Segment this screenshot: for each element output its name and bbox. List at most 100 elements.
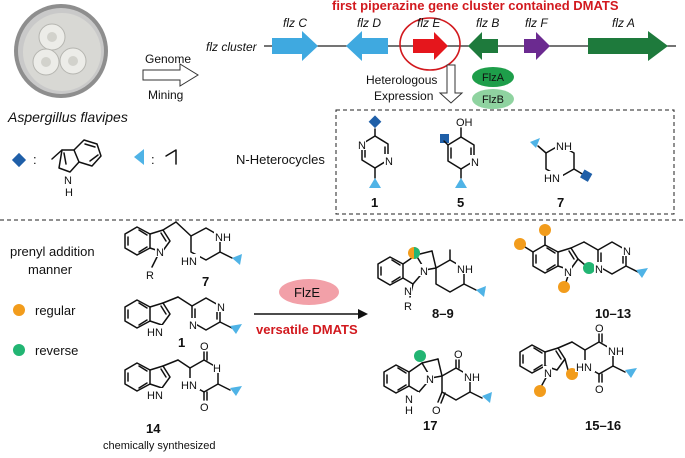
product-17-nh-n: N xyxy=(405,394,413,406)
product-10-13-n3: N xyxy=(595,264,603,276)
diamond-icon xyxy=(11,152,27,168)
product-8-9-r: R xyxy=(404,301,412,313)
organism-name: Aspergillus flavipes xyxy=(7,109,128,125)
heterocycles-title: N-Heterocycles xyxy=(236,152,325,167)
legend-nh-h: H xyxy=(65,187,73,199)
compound-5-triangle xyxy=(455,178,467,188)
gene-flzA: flz A xyxy=(588,16,668,61)
product-17: O O N N H NH 17 xyxy=(383,349,492,433)
regular-label: regular xyxy=(35,303,76,318)
substrate-14-hn: HN xyxy=(147,390,163,402)
gene-flzF-label: flz F xyxy=(525,16,548,30)
product-17-nh: NH xyxy=(464,372,480,384)
heterologous-label: Heterologous xyxy=(366,73,437,87)
legend-diamond: : N H xyxy=(11,139,102,199)
product-10-13-label: 10–13 xyxy=(595,306,631,321)
legend-triangle: : xyxy=(134,149,177,167)
product-15-16-label: 15–16 xyxy=(585,418,621,433)
heterocycles-box xyxy=(335,109,675,215)
gene-flzF: flz F xyxy=(524,16,550,60)
mining-arrow xyxy=(142,63,199,87)
substrate-14: O O HN H HN 14 chemically synthesized xyxy=(103,341,242,452)
product-15-16-hn: HN xyxy=(576,362,592,374)
product-15-16-n: N xyxy=(544,368,552,380)
compound-7-label: 7 xyxy=(557,195,564,210)
gene-flzA-arrow xyxy=(588,31,668,61)
substrate-14-label: 14 xyxy=(146,421,161,436)
prenyl-line2: manner xyxy=(28,262,73,277)
cluster-title: first piperazine gene cluster contained … xyxy=(332,0,619,13)
versatile-label: versatile DMATS xyxy=(256,322,358,337)
compound-5: OH N 5 xyxy=(440,117,479,210)
product-15-16-dot2 xyxy=(534,385,546,397)
gene-flzD: flz D xyxy=(346,16,388,61)
substrate-1-label: 1 xyxy=(178,335,185,350)
product-10-13-dot2 xyxy=(514,238,526,250)
triangle-colon: : xyxy=(151,152,155,167)
compound-5-oh: OH xyxy=(456,117,473,129)
gene-flzE-highlight xyxy=(399,17,461,71)
gene-flzF-arrow xyxy=(524,32,550,60)
gene-flzE-label: flz E xyxy=(417,16,441,30)
triangle-icon xyxy=(134,149,144,165)
reaction-arrow-head xyxy=(358,309,368,319)
compound-5-label: 5 xyxy=(457,195,464,210)
product-8-9-label: 8–9 xyxy=(432,306,454,321)
genome-label: Genome xyxy=(145,52,191,66)
compound-7: NH HN 7 xyxy=(530,138,593,210)
gene-flzC-arrow xyxy=(272,31,318,61)
reverse-dot xyxy=(13,344,25,356)
substrate-7-label: 7 xyxy=(202,274,209,289)
gene-flzB: flz B xyxy=(468,16,499,60)
product-10-13: N N N 10–13 xyxy=(514,224,648,321)
legend-nh-n: N xyxy=(64,175,72,187)
substrate-7: N R NH HN 7 xyxy=(124,221,242,289)
enzyme-flzA-label: FlzA xyxy=(482,72,505,84)
gene-flzC: flz C xyxy=(272,16,318,61)
substrate-7-r: R xyxy=(146,270,154,282)
chem-note: chemically synthesized xyxy=(103,440,216,452)
prenyl-line1: prenyl addition xyxy=(10,244,95,259)
substrate-1-n2: N xyxy=(189,320,197,332)
enzyme-flzA xyxy=(472,67,514,87)
compound-1-diamond xyxy=(368,115,382,129)
regular-dot xyxy=(13,304,25,316)
compound-7-diamond xyxy=(580,169,593,182)
mining-label: Mining xyxy=(148,88,183,102)
compound-5-square xyxy=(440,134,449,143)
compound-1-triangle xyxy=(369,178,381,188)
product-8-9-triangle xyxy=(476,286,486,297)
product-10-13-dot1 xyxy=(539,224,551,236)
legend-ethyl xyxy=(165,149,177,165)
product-15-16-triangle xyxy=(625,368,637,378)
compound-7-hn: HN xyxy=(544,173,560,185)
product-8-9-n2: N xyxy=(404,286,412,298)
substrate-14-hn2: HN xyxy=(181,380,197,392)
product-10-13-triangle xyxy=(636,268,648,278)
substrate-7-n: N xyxy=(156,247,164,259)
product-17-triangle xyxy=(482,392,492,403)
gene-flzE-arrow xyxy=(413,32,448,60)
product-10-13-n1: N xyxy=(564,267,572,279)
compound-1-n2: N xyxy=(385,156,393,168)
substrate-1-hn: HN xyxy=(147,327,163,339)
substrate-1-n1: N xyxy=(217,302,225,314)
petri-dish-image xyxy=(0,0,116,100)
substrate-14-o2: O xyxy=(200,402,209,414)
product-17-nh-h: H xyxy=(405,405,413,417)
product-8-9-n1: N xyxy=(420,266,428,278)
substrate-14-nh: H xyxy=(213,363,221,375)
enzyme-flzE-label: FlzE xyxy=(294,285,320,300)
compound-1: N N 1 xyxy=(357,115,393,210)
product-10-13-n2: N xyxy=(623,246,631,258)
diamond-colon: : xyxy=(33,152,37,167)
product-17-o1: O xyxy=(454,349,463,361)
compound-1-n1: N xyxy=(358,140,366,152)
product-15-16: O O N NH HN 15–16 xyxy=(519,323,637,433)
gene-flzE: flz E xyxy=(399,16,461,71)
substrate-14-o1: O xyxy=(200,341,209,353)
substrate-1: HN N N 1 xyxy=(124,296,242,350)
gene-flzB-label: flz B xyxy=(476,16,499,30)
